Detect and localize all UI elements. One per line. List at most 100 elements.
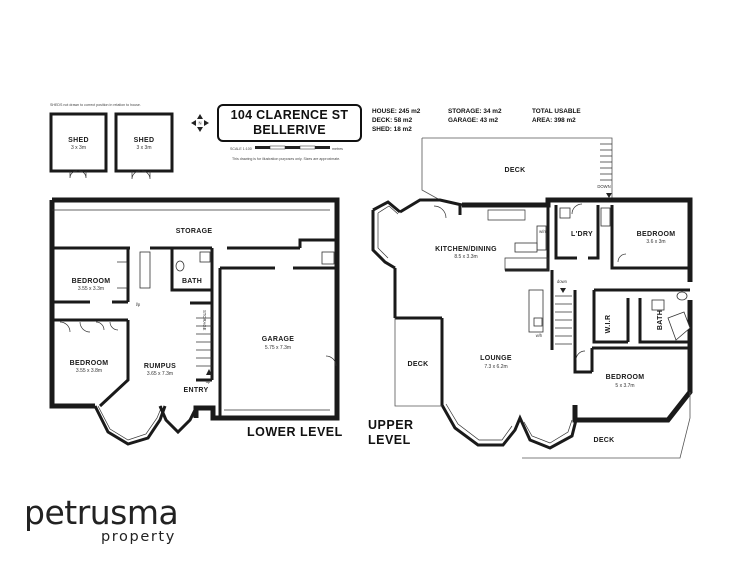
upper-bath-label: BATH: [657, 310, 664, 330]
upper-bedroom1-walls: [610, 205, 690, 270]
area-garage: GARAGE: 43 m2: [448, 117, 499, 124]
upper-bed2-door: [575, 350, 586, 361]
upper-deck-left-label: DECK: [407, 361, 428, 368]
upper-kitchen-walls: [458, 205, 550, 272]
upper-bedroom2-dim: 5 x 3.7m: [615, 383, 634, 389]
lower-basin: [199, 251, 211, 263]
lower-entry-label: ENTRY: [184, 387, 209, 394]
upper-deck-stairs: [600, 143, 612, 181]
upper-bath-walls: [638, 298, 690, 344]
address-street: 104 CLARENCE ST: [230, 108, 349, 122]
lower-bedroom2-dim: 3.55 x 3.8m: [76, 368, 102, 374]
lower-bedroom2-walls: [52, 318, 130, 408]
upper-lounge-bay-glass: [445, 403, 573, 444]
scale-units: metres: [332, 147, 343, 151]
upper-bed1-robe: [600, 207, 611, 227]
lower-stair-walls: [190, 301, 214, 382]
upper-down-arrow-icon: [560, 288, 566, 293]
upper-lounge-bay: [440, 318, 578, 450]
lower-garage-walls: [218, 266, 337, 418]
lower-rumpus-label: RUMPUS: [144, 363, 176, 370]
lower-bed1-robe: [117, 261, 128, 289]
brand-logo: petrusma: [24, 493, 179, 532]
address-suburb: BELLERIVE: [253, 123, 326, 137]
lower-toilet: [175, 260, 185, 272]
lower-garage-dim: 5.75 x 7.3m: [265, 345, 291, 351]
area-deck: DECK: 58 m2: [372, 117, 413, 124]
upper-bedroom1-dim: 3.6 x 3m: [646, 239, 665, 245]
shed-1-name: SHED: [68, 137, 89, 144]
lower-up-arrow-icon: [206, 369, 212, 375]
upper-wm-note: w/m: [539, 229, 547, 234]
disclaimer: This drawing is for illustration purpose…: [232, 157, 340, 161]
upper-lounge-dim: 7.3 x 6.2m: [484, 364, 507, 370]
lower-bedroom1-label: BEDROOM: [72, 278, 111, 285]
upper-east-wall: [572, 343, 693, 423]
lower-west-wall: [49, 200, 95, 409]
shed-1-dim: 3 x 3m: [71, 145, 86, 151]
lower-storage-sink: [321, 251, 335, 265]
upper-corridor-walls: [550, 270, 592, 374]
upper-west-bay-glass: [377, 205, 399, 259]
scale-bar: SCALE 1:100 metres This drawing is for i…: [230, 145, 343, 161]
upper-deck-bottom-label: DECK: [593, 437, 614, 444]
lower-level-plan: STORAGE BEDROOM 3.55 x 3.3m BATH l/p BED…: [49, 197, 343, 446]
shed-2: SHED 3 x 3m: [114, 112, 174, 180]
lower-stairs: [196, 317, 212, 367]
lower-bedroom1-dim: 3.55 x 3.3m: [78, 286, 104, 292]
upper-kitchen-dim: 8.5 x 3.3m: [454, 254, 477, 260]
upper-north-wall: [462, 197, 693, 343]
lower-storage-label: STORAGE: [176, 228, 213, 235]
lower-up-note: up: [206, 379, 211, 384]
upper-kitchen-label: KITCHEN/DINING: [435, 246, 497, 253]
lower-bay-right: [158, 405, 198, 435]
lower-rumpus-dim: 3.65 x 7.3m: [147, 371, 173, 377]
lower-bath-label: BATH: [182, 278, 202, 285]
lower-storage-vertical-note: STORAGE: [202, 310, 207, 331]
upper-bath-spa: [667, 311, 691, 341]
shed-1: SHED 3 x 3m: [49, 112, 108, 179]
upper-kitchen-bay-top: [399, 198, 463, 214]
upper-level-label-2: LEVEL: [368, 433, 411, 447]
upper-kitchen-appliances: [536, 225, 547, 251]
upper-level-plan: DECK DOWN KITCHEN/DINING 8.5 x 3.3m L'DR…: [368, 137, 693, 459]
scale-label: SCALE 1:100: [230, 147, 252, 151]
upper-deck-down-note: DOWN: [597, 184, 610, 189]
upper-deck-top-left: [421, 138, 441, 201]
upper-kitchen-door-swing: [433, 205, 447, 219]
shed-2-dim: 3 x 3m: [136, 145, 151, 151]
upper-deck-down-arrow-icon: [606, 193, 612, 198]
lower-garage-side-door: [325, 355, 337, 367]
upper-bath-basin: [651, 299, 665, 311]
lower-bay-left-glass: [97, 405, 163, 441]
compass-icon: N: [191, 114, 209, 132]
upper-wh-note: w/h: [536, 333, 543, 338]
lower-storage-wall: [52, 238, 337, 250]
upper-laundry-door: [571, 203, 583, 215]
shed-2-doors: [131, 170, 151, 180]
lower-bedroom1-walls: [52, 248, 130, 304]
upper-laundry-tub: [559, 207, 571, 219]
upper-wh-unit: [533, 317, 543, 327]
upper-bed1-door: [617, 253, 627, 263]
upper-lounge-label: LOUNGE: [480, 355, 512, 362]
brand-logo-sub: property: [101, 529, 176, 545]
lower-bay-left: [93, 405, 167, 446]
shed-1-walls: [49, 112, 108, 173]
lower-level-label: LOWER LEVEL: [247, 425, 343, 439]
upper-laundry-walls: [554, 205, 600, 260]
upper-stairs: [555, 295, 572, 345]
upper-deck-top-label: DECK: [504, 167, 525, 174]
lower-bath-walls: [170, 248, 214, 303]
upper-bedroom2-label: BEDROOM: [606, 374, 645, 381]
upper-wir-label: W.I.R: [605, 315, 612, 334]
upper-kitchen-sink: [514, 242, 538, 253]
area-storage: STORAGE: 34 m2: [448, 108, 502, 115]
upper-wir-walls: [592, 288, 690, 344]
lower-shower: [139, 251, 151, 289]
upper-bedroom1-label: BEDROOM: [637, 231, 676, 238]
area-shed: SHED: 18 m2: [372, 126, 412, 133]
upper-deck-top-outline: [422, 137, 613, 198]
upper-kitchen-bench-top: [487, 209, 526, 221]
